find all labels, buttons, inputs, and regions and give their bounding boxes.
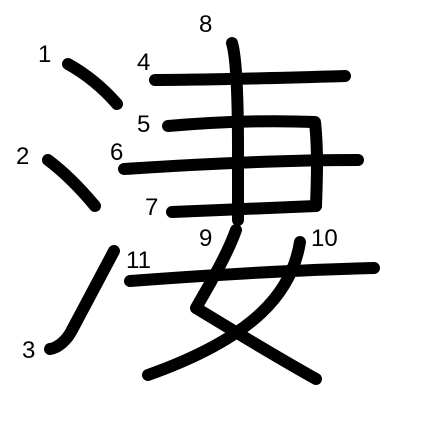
stroke-3 xyxy=(44,245,120,355)
stroke-number-10: 10 xyxy=(311,225,338,252)
stroke-number-8: 8 xyxy=(199,11,212,38)
stroke-number-7: 7 xyxy=(145,194,158,221)
stroke-10 xyxy=(142,236,306,381)
stroke-8 xyxy=(226,37,244,226)
stroke-number-11: 11 xyxy=(126,247,151,274)
stroke-number-2: 2 xyxy=(16,143,29,170)
stroke-5 xyxy=(162,115,323,212)
stroke-number-6: 6 xyxy=(110,139,123,166)
strokes-group xyxy=(42,37,380,385)
stroke-4 xyxy=(149,70,351,86)
stroke-number-5: 5 xyxy=(137,111,150,138)
stroke-number-3: 3 xyxy=(22,337,35,364)
stroke-11 xyxy=(124,262,380,287)
stroke-numbers: 1 2 3 4 5 6 7 8 9 10 11 xyxy=(16,11,338,364)
stroke-2 xyxy=(42,154,101,212)
stroke-number-9: 9 xyxy=(199,225,212,252)
stroke-9 xyxy=(190,224,322,385)
stroke-1 xyxy=(62,58,123,110)
stroke-number-1: 1 xyxy=(38,41,51,68)
stroke-7 xyxy=(166,200,322,218)
stroke-number-4: 4 xyxy=(137,49,150,76)
